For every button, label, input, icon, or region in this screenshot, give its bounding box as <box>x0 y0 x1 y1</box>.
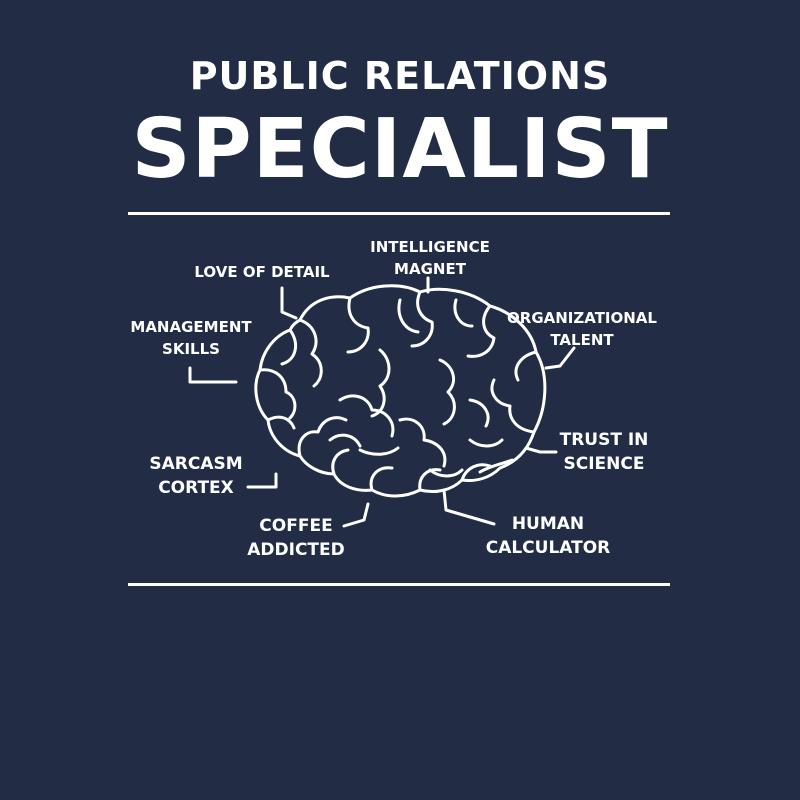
label-sarcasm-cortex: SARCASM CORTEX <box>149 454 243 498</box>
label-intelligence-magnet: INTELLIGENCE MAGNET <box>370 238 490 278</box>
brain-icon <box>254 284 547 498</box>
label-organizational-talent: ORGANIZATIONAL TALENT <box>507 309 657 349</box>
label-trust-in-science: TRUST IN SCIENCE <box>559 430 649 474</box>
top-divider <box>128 212 670 215</box>
bottom-divider <box>128 583 670 586</box>
title-line-2: SPECIALIST <box>131 102 669 197</box>
label-management-skills: MANAGEMENT SKILLS <box>130 318 252 358</box>
connector-lines <box>188 276 576 528</box>
label-coffee-addicted: COFFEE ADDICTED <box>247 516 345 560</box>
label-love-of-detail: LOVE OF DETAIL <box>194 263 330 281</box>
title-line-1: PUBLIC RELATIONS <box>189 54 611 98</box>
label-human-calculator: HUMAN CALCULATOR <box>485 514 611 558</box>
